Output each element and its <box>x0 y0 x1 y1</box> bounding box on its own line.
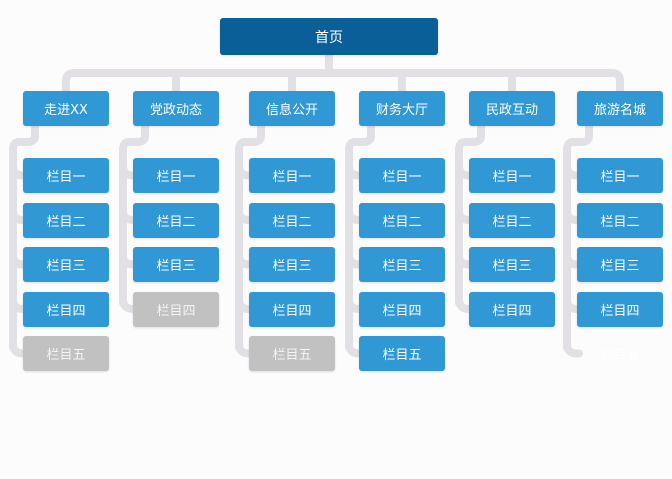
menu-item-tourism-3[interactable]: 栏目三 <box>577 247 663 282</box>
connector-branch-civil-2 <box>455 206 475 224</box>
menu-item-info-2[interactable]: 栏目二 <box>249 203 335 238</box>
connector-branch-finance-4 <box>345 295 365 313</box>
connector-branch-civil-1 <box>455 161 475 180</box>
menu-item-intro-3[interactable]: 栏目三 <box>23 247 109 282</box>
menu-item-party-3[interactable]: 栏目三 <box>133 247 219 282</box>
menu-item-civil-2[interactable]: 栏目二 <box>469 203 555 238</box>
connector-branch-party-4 <box>119 295 139 313</box>
menu-item-tourism-4[interactable]: 栏目四 <box>577 292 663 327</box>
connector-branch-party-3 <box>119 250 139 269</box>
menu-item-tourism-5: 栏目五 <box>600 348 640 363</box>
connector-branch-intro-3 <box>9 250 29 269</box>
category-tourism[interactable]: 旅游名城 <box>577 91 663 126</box>
menu-item-info-3[interactable]: 栏目三 <box>249 247 335 282</box>
connector-branch-tourism-3 <box>563 250 583 269</box>
menu-item-civil-4[interactable]: 栏目四 <box>469 292 555 327</box>
menu-item-finance-2[interactable]: 栏目二 <box>359 203 445 238</box>
connector-rail-info <box>235 122 265 352</box>
menu-item-civil-3[interactable]: 栏目三 <box>469 247 555 282</box>
category-info[interactable]: 信息公开 <box>249 91 335 126</box>
connector-branch-tourism-4 <box>563 295 583 313</box>
connector-branch-intro-1 <box>9 161 29 180</box>
menu-item-finance-3[interactable]: 栏目三 <box>359 247 445 282</box>
connector-branch-civil-4 <box>455 295 475 313</box>
connector-branch-intro-4 <box>9 295 29 313</box>
menu-item-info-5[interactable]: 栏目五 <box>249 336 335 371</box>
connector-rail-tourism <box>563 122 593 352</box>
menu-item-party-2[interactable]: 栏目二 <box>133 203 219 238</box>
connector-branch-tourism-5 <box>563 339 583 358</box>
menu-item-finance-4[interactable]: 栏目四 <box>359 292 445 327</box>
connector-rail-intro <box>9 122 39 352</box>
menu-item-intro-1[interactable]: 栏目一 <box>23 158 109 193</box>
connector-rail-civil <box>455 122 485 307</box>
connector-branch-intro-2 <box>9 206 29 224</box>
connector-branch-info-3 <box>235 250 255 269</box>
menu-item-finance-1[interactable]: 栏目一 <box>359 158 445 193</box>
connector-rail-party <box>119 122 149 307</box>
category-civil[interactable]: 民政互动 <box>469 91 555 126</box>
connector-branch-finance-5 <box>345 339 365 358</box>
menu-item-intro-2[interactable]: 栏目二 <box>23 203 109 238</box>
connector-branch-info-1 <box>235 161 255 180</box>
connector-branch-tourism-1 <box>563 161 583 180</box>
connector-rail-finance <box>345 122 375 352</box>
connector-branch-civil-3 <box>455 250 475 269</box>
root-node-home[interactable]: 首页 <box>220 18 438 55</box>
connector-branch-finance-1 <box>345 161 365 180</box>
category-finance[interactable]: 财务大厅 <box>359 91 445 126</box>
category-party[interactable]: 党政动态 <box>133 91 219 126</box>
connector-branch-info-2 <box>235 206 255 224</box>
menu-item-party-1[interactable]: 栏目一 <box>133 158 219 193</box>
menu-item-intro-4[interactable]: 栏目四 <box>23 292 109 327</box>
menu-item-tourism-1[interactable]: 栏目一 <box>577 158 663 193</box>
connector-branch-tourism-2 <box>563 206 583 224</box>
connector-branch-finance-2 <box>345 206 365 224</box>
connector-branch-info-5 <box>235 339 255 358</box>
menu-item-info-1[interactable]: 栏目一 <box>249 158 335 193</box>
menu-item-info-4[interactable]: 栏目四 <box>249 292 335 327</box>
connector-branch-intro-5 <box>9 339 29 358</box>
connector-branch-finance-3 <box>345 250 365 269</box>
category-intro[interactable]: 走进XX <box>23 91 109 126</box>
connector-branch-party-1 <box>119 161 139 180</box>
menu-item-finance-5[interactable]: 栏目五 <box>359 336 445 371</box>
menu-item-civil-1[interactable]: 栏目一 <box>469 158 555 193</box>
menu-item-party-4[interactable]: 栏目四 <box>133 292 219 327</box>
connector-branch-party-2 <box>119 206 139 224</box>
menu-item-tourism-2[interactable]: 栏目二 <box>577 203 663 238</box>
connector-branch-info-4 <box>235 295 255 313</box>
menu-item-intro-5[interactable]: 栏目五 <box>23 336 109 371</box>
connector-bus <box>62 69 624 95</box>
